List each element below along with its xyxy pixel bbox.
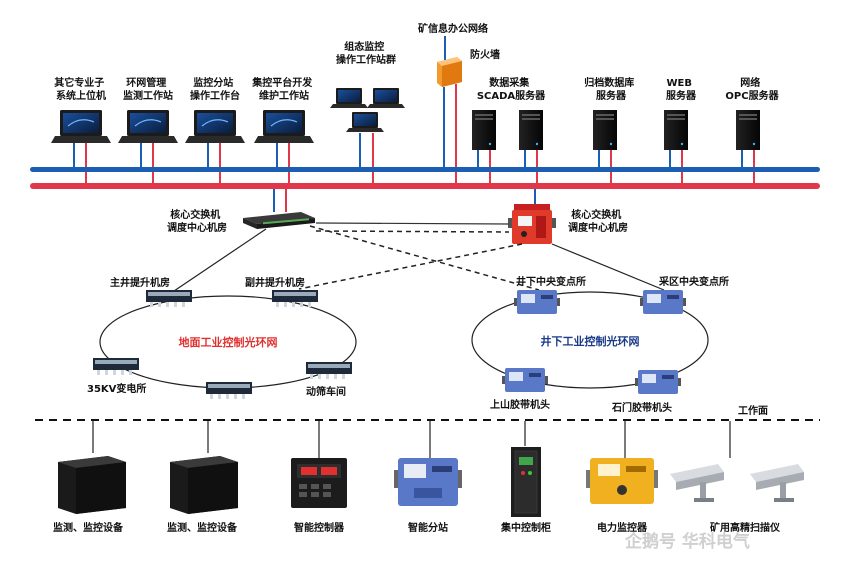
ground-ring-title: 地面工业控制光环网 — [179, 335, 278, 349]
underground-node-crosscut-belt: 石门胶带机头 — [611, 401, 672, 414]
ring-mgmt-line2: 监测工作站 — [123, 89, 173, 102]
ground-node-screening: 动筛车间 — [306, 385, 346, 398]
laptop-icon[interactable] — [254, 110, 314, 143]
blue-bus — [30, 167, 820, 172]
work-face-label: 工作面 — [738, 404, 768, 417]
smart-controller-icon[interactable] — [291, 458, 347, 508]
other-pc-line2: 系统上位机 — [56, 89, 106, 102]
sub-control-line2: 操作工作台 — [190, 89, 240, 102]
power-monitor-icon[interactable] — [586, 458, 658, 504]
server-icon[interactable] — [593, 110, 617, 150]
laptop-icon[interactable] — [51, 110, 111, 143]
ring-switch-icon[interactable] — [206, 382, 252, 399]
station-box-icon[interactable] — [514, 290, 560, 314]
web-line1: WEB — [667, 78, 692, 89]
underground-node-uphill-belt: 上山胶带机头 — [490, 398, 550, 411]
core-switch-right-line2: 调度中心机房 — [568, 221, 628, 234]
sub-control-label: 监控分站 操作工作台 — [190, 76, 240, 102]
bottom-label-monitoring-2: 监测、监控设备 — [167, 521, 238, 534]
server-icon[interactable] — [472, 110, 496, 150]
scanner-icon[interactable] — [670, 464, 724, 502]
ring-mgmt-label: 环网管理 监测工作站 — [123, 76, 173, 102]
underground-node-central-sub: 井下中央变点所 — [516, 275, 586, 288]
laptop-icon[interactable] — [330, 88, 368, 108]
station-box-icon[interactable] — [640, 290, 686, 314]
server-icon[interactable] — [519, 110, 543, 150]
underground-node-mining-sub: 采区中央变点所 — [658, 275, 729, 288]
watermark-text: 企鹅号 华科电气 — [624, 531, 750, 552]
bottom-label-smart-controller: 智能控制器 — [294, 521, 345, 534]
laptop-icon[interactable] — [185, 110, 245, 143]
bottom-label-monitoring-1: 监测、监控设备 — [53, 521, 124, 534]
red-bus — [30, 183, 820, 189]
station-box-icon[interactable] — [502, 368, 548, 392]
web-line2: 服务器 — [666, 89, 697, 102]
other-pc-label: 其它专业子 系统上位机 — [54, 76, 107, 102]
laptop-icon[interactable] — [346, 112, 384, 132]
archive-line1: 归档数据库 — [584, 76, 634, 89]
core-switch-left-line1: 核心交换机 — [170, 208, 220, 221]
station-box-icon[interactable] — [635, 370, 681, 394]
monitoring-device-icon[interactable] — [58, 456, 126, 514]
ground-node-35kv: 35KV变电所 — [87, 382, 146, 395]
ring-switch-icon[interactable] — [306, 362, 352, 379]
firewall-icon[interactable] — [437, 57, 462, 87]
core-switch-left-line2: 调度中心机房 — [167, 221, 227, 234]
integration-line1: 集控平台开发 — [251, 76, 313, 89]
opc-label: 网络 OPC服务器 — [725, 76, 779, 102]
server-icon[interactable] — [664, 110, 688, 150]
ring-switch-icon[interactable] — [272, 290, 318, 307]
config-ws-group-label: 组态监控 操作工作站群 — [336, 40, 396, 66]
ring-switch-icon[interactable] — [93, 358, 139, 375]
mine-office-network-label: 矿信息办公网络 — [418, 22, 488, 35]
underground-ring-title: 井下工业控制光环网 — [541, 334, 640, 348]
core-switch-right-line1: 核心交换机 — [571, 208, 621, 221]
core-switch-explosion-proof-icon[interactable] — [508, 204, 556, 244]
bottom-label-scanner: 矿用高精扫描仪 — [710, 521, 781, 534]
sub-control-line1: 监控分站 — [193, 76, 233, 89]
core-switch-left-label: 核心交换机 调度中心机房 — [167, 208, 227, 234]
config-ws-group-line1: 组态监控 — [344, 40, 384, 53]
firewall-label: 防火墙 — [470, 48, 500, 61]
underground-ring — [471, 291, 709, 389]
ring-switch-icon[interactable] — [146, 290, 192, 307]
archive-line2: 服务器 — [596, 89, 627, 102]
ring-mgmt-line1: 环网管理 — [126, 76, 166, 89]
monitoring-device-icon[interactable] — [170, 456, 238, 514]
laptop-icon[interactable] — [118, 110, 178, 143]
scada-line1: 数据采集 — [489, 76, 530, 89]
control-cabinet-icon[interactable] — [511, 447, 541, 517]
scada-label: 数据采集 SCADA服务器 — [477, 76, 546, 102]
other-pc-line1: 其它专业子 — [54, 76, 104, 89]
bottom-label-power-monitor: 电力监控器 — [597, 521, 648, 534]
server-icon[interactable] — [736, 110, 760, 150]
bottom-label-control-cabinet: 集中控制柜 — [500, 521, 551, 534]
scanner-icon[interactable] — [750, 464, 804, 502]
archive-label: 归档数据库 服务器 — [584, 76, 637, 102]
ground-node-aux-shaft: 副井提升机房 — [245, 276, 305, 289]
scada-line2: SCADA服务器 — [477, 89, 546, 102]
core-switch-icon[interactable] — [243, 212, 315, 229]
laptop-icon[interactable] — [367, 88, 405, 108]
web-label: WEB 服务器 — [666, 78, 697, 102]
integration-label: 集控平台开发 维护工作站 — [251, 76, 315, 102]
opc-line2: OPC服务器 — [725, 89, 779, 102]
opc-line1: 网络 — [740, 76, 760, 89]
integration-line2: 维护工作站 — [259, 89, 309, 102]
smart-substation-icon[interactable] — [394, 458, 462, 506]
bottom-label-smart-substation: 智能分站 — [408, 521, 448, 534]
config-ws-group-line2: 操作工作站群 — [336, 53, 396, 66]
core-switch-right-label: 核心交换机 调度中心机房 — [568, 208, 628, 234]
ground-node-main-shaft: 主井提升机房 — [110, 276, 170, 289]
